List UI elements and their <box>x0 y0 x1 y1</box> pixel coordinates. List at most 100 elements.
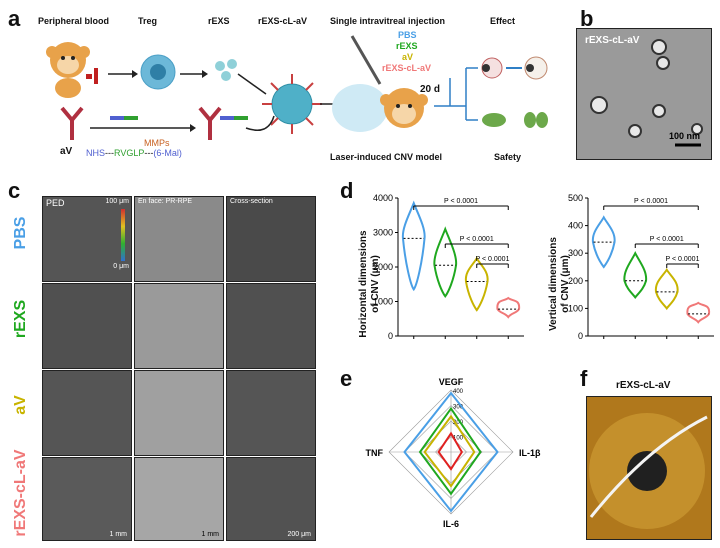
left-tick-label: 4000 <box>373 193 393 203</box>
panel-label-f: f <box>580 366 588 391</box>
left-tick-label: 3000 <box>373 228 393 238</box>
radar-series-3 <box>437 431 464 471</box>
left-violin-0 <box>401 200 426 292</box>
left-pval-2: P < 0.0001 <box>476 256 510 263</box>
radar-axis-label-3: TNF <box>366 448 384 458</box>
linker-label: NHS---RVGLP---(6-Mal) <box>86 148 182 158</box>
days-label: 20 d <box>420 84 441 95</box>
right-tick-label: 400 <box>568 221 583 231</box>
left-violin-2 <box>464 256 489 312</box>
oct-ped-av <box>42 370 132 456</box>
right-violin-3 <box>686 301 711 324</box>
tem-title: rEXS-cL-aV <box>585 35 640 46</box>
oct-cross-av <box>226 370 316 456</box>
linker-glp: GLP <box>126 148 145 158</box>
oct-ped-rexs-cl-av: 1 mm <box>42 457 132 541</box>
scale-200um: 200 μm <box>287 531 312 538</box>
eye-photo <box>586 396 712 540</box>
left-violin-3 <box>496 296 521 319</box>
oct-cross-rexs <box>226 283 316 369</box>
linker-rv: RV <box>114 148 127 158</box>
safety-label: Safety <box>494 152 522 162</box>
radar-tick-label: 400 <box>453 389 464 395</box>
legend-rexs: rEXS <box>396 41 418 51</box>
right-tick-label: 0 <box>578 331 583 341</box>
panel-label-e: e <box>340 366 353 391</box>
radar-tick-label: 300 <box>453 405 464 411</box>
header-peripheral-blood: Peripheral blood <box>38 16 110 26</box>
tem-vesicles <box>590 39 703 147</box>
col-label-cross: Cross-section <box>230 198 273 205</box>
oct-enface-rexs <box>134 283 224 369</box>
radar-axis-label-2: IL-6 <box>443 519 459 529</box>
right-violin-2 <box>654 267 679 311</box>
mmps-label: MMPs <box>144 138 170 148</box>
panel-label-a: a <box>8 6 21 31</box>
panel-c: PBS rEXS aV rEXS-cL-aV PED 100 μm 0 μm E… <box>0 196 330 541</box>
model-label: Laser-induced CNV model <box>330 152 443 162</box>
header-rexs-cl-av: rEXS-cL-aV <box>258 16 308 26</box>
panel-a: Peripheral blood Treg rEXS rEXS-cL-aV Si… <box>30 8 570 173</box>
eye-photo-title: rEXS-cL-aV <box>616 380 671 391</box>
oct-ped-pbs: PED 100 μm 0 μm <box>42 196 132 282</box>
injection-needle <box>350 35 382 85</box>
scale-zero: 0 μm <box>113 263 129 270</box>
liver-icon <box>482 113 506 127</box>
av-label: aV <box>60 146 73 157</box>
row-label-pbs: PBS <box>12 216 29 250</box>
col-label-ped: PED <box>46 198 65 208</box>
healthy-eye-icon <box>524 56 548 80</box>
antibody-conjugate-icon <box>198 106 222 140</box>
radar-series-2 <box>423 414 476 488</box>
col-label-enface: En face: PR-RPE <box>138 198 193 205</box>
panel-a-schematic <box>46 35 548 140</box>
legend-rexs-cl-av: rEXS-cL-aV <box>382 63 432 73</box>
radar-series-1 <box>418 406 482 496</box>
tem-image: rEXS-cL-aV 100 nm <box>576 28 712 160</box>
panel-label-c: c <box>8 178 21 203</box>
linker-mal: (6-Mal) <box>153 148 182 158</box>
syringe-icon <box>86 68 98 84</box>
header-effect: Effect <box>490 16 516 26</box>
legend-pbs: PBS <box>398 30 417 40</box>
legend-av: aV <box>402 52 414 62</box>
radar-axis-label-1: IL-1β <box>519 448 541 458</box>
right-violin-0 <box>591 215 616 269</box>
left-tick-label: 2000 <box>373 262 393 272</box>
left-tick-label: 0 <box>388 331 393 341</box>
right-tick-label: 500 <box>568 193 583 203</box>
antibody-icon <box>60 106 84 140</box>
row-label-av: aV <box>12 395 29 415</box>
rexs-vesicles-icon <box>215 59 237 81</box>
left-pval-0: P < 0.0001 <box>444 198 478 205</box>
left-violin-1 <box>433 226 458 298</box>
treated-monkey-icon <box>380 88 428 128</box>
radar-series-0 <box>403 391 499 513</box>
oct-enface-pbs: En face: PR-RPE <box>134 196 224 282</box>
left-tick-label: 1000 <box>373 297 393 307</box>
oct-cross-rexs-cl-av: 200 μm <box>226 457 316 541</box>
right-pval-1: P < 0.0001 <box>650 236 684 243</box>
eye-iris <box>589 413 708 529</box>
right-pval-2: P < 0.0001 <box>666 256 700 263</box>
right-tick-label: 300 <box>568 248 583 258</box>
oct-ped-rexs <box>42 283 132 369</box>
linker-nhs: NHS <box>86 148 106 158</box>
panel-label-b: b <box>580 6 594 31</box>
kidney-icon <box>524 112 536 128</box>
right-tick-label: 100 <box>568 303 583 313</box>
right-violin-1 <box>623 250 648 300</box>
colorbar <box>121 209 125 261</box>
oct-enface-rexs-cl-av: 1 mm <box>134 457 224 541</box>
scale-1mm-a: 1 mm <box>109 531 128 538</box>
tem-scale-label: 100 nm <box>669 131 701 141</box>
panel-label-d: d <box>340 178 354 203</box>
rexs-cl-av-particle-icon <box>262 74 322 134</box>
radar-tick-label: 100 <box>453 436 464 442</box>
oct-enface-av <box>134 370 224 456</box>
oct-cross-pbs: Cross-section <box>226 196 316 282</box>
row-label-rexs: rEXS <box>12 299 29 339</box>
